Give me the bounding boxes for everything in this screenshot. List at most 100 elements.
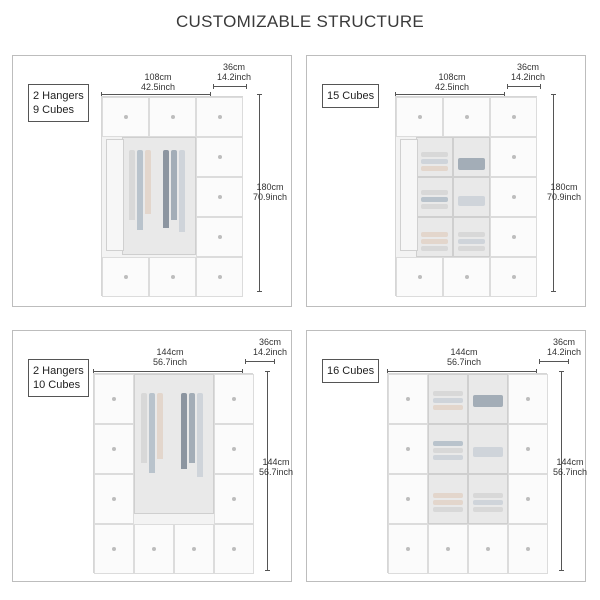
folded-clothes <box>433 455 463 460</box>
hanging-garment <box>129 150 135 220</box>
folded-clothes <box>433 493 463 498</box>
folded-clothes <box>421 152 448 157</box>
folded-clothes <box>421 232 448 237</box>
cube <box>149 257 196 297</box>
cube <box>196 217 243 257</box>
hanging-garment <box>189 393 195 463</box>
depth-line <box>507 84 541 89</box>
cube <box>388 424 428 474</box>
folded-clothes <box>433 500 463 505</box>
cube <box>196 177 243 217</box>
cube <box>94 374 134 424</box>
cube <box>508 374 548 424</box>
wardrobe <box>101 96 243 297</box>
cube <box>468 524 508 574</box>
hanging-section <box>134 374 214 514</box>
hanging-garment <box>145 150 151 214</box>
cube <box>428 524 468 574</box>
folded-clothes <box>433 441 463 446</box>
wardrobe <box>395 96 537 297</box>
folded-clothes <box>473 500 503 505</box>
storage-box <box>473 447 503 457</box>
open-door <box>400 139 418 251</box>
cube <box>196 97 243 137</box>
hanging-garment <box>179 150 185 232</box>
open-cube <box>416 177 453 217</box>
storage-basket <box>473 395 503 407</box>
folded-clothes <box>458 232 485 237</box>
cube <box>94 524 134 574</box>
hanging-garment <box>197 393 203 477</box>
open-cube <box>453 217 490 257</box>
cube <box>388 374 428 424</box>
folded-clothes <box>433 507 463 512</box>
hanging-section <box>122 137 196 255</box>
folded-clothes <box>421 197 448 202</box>
open-door <box>106 139 124 251</box>
hanging-garment <box>141 393 147 463</box>
width-line <box>395 92 505 97</box>
hanging-garment <box>171 150 177 220</box>
open-cube <box>453 137 490 177</box>
cube <box>388 524 428 574</box>
folded-clothes <box>473 493 503 498</box>
hanging-garment <box>181 393 187 469</box>
open-cube <box>416 217 453 257</box>
open-cube <box>416 137 453 177</box>
cube <box>508 424 548 474</box>
config-label: 2 Hangers 9 Cubes <box>28 84 89 122</box>
cube <box>102 257 149 297</box>
folded-clothes <box>421 239 448 244</box>
cube <box>94 424 134 474</box>
folded-clothes <box>433 448 463 453</box>
cube <box>94 474 134 524</box>
cube <box>214 374 254 424</box>
depth-line <box>213 84 247 89</box>
depth-line <box>245 359 275 364</box>
open-cube <box>428 374 468 424</box>
width-line <box>93 369 243 374</box>
folded-clothes <box>421 246 448 251</box>
cube <box>149 97 196 137</box>
cube <box>388 474 428 524</box>
depth-line <box>539 359 569 364</box>
folded-clothes <box>421 190 448 195</box>
height-line <box>257 94 262 292</box>
width-line <box>387 369 537 374</box>
config-label: 15 Cubes <box>322 84 380 108</box>
folded-clothes <box>433 398 463 403</box>
wardrobe <box>387 373 548 574</box>
wardrobe <box>93 373 254 574</box>
storage-box <box>458 196 485 206</box>
folded-clothes <box>421 159 448 164</box>
folded-clothes <box>473 507 503 512</box>
cube <box>490 97 537 137</box>
config-label: 2 Hangers 10 Cubes <box>28 359 89 397</box>
cube <box>490 137 537 177</box>
folded-clothes <box>433 391 463 396</box>
cube <box>102 97 149 137</box>
open-cube <box>468 424 508 474</box>
folded-clothes <box>421 204 448 209</box>
open-cube <box>468 474 508 524</box>
cube <box>214 524 254 574</box>
folded-clothes <box>458 246 485 251</box>
hanging-garment <box>157 393 163 459</box>
cube <box>490 177 537 217</box>
cube <box>214 424 254 474</box>
config-label: 16 Cubes <box>322 359 380 383</box>
page-title: CUSTOMIZABLE STRUCTURE <box>175 12 425 31</box>
hanging-garment <box>149 393 155 473</box>
